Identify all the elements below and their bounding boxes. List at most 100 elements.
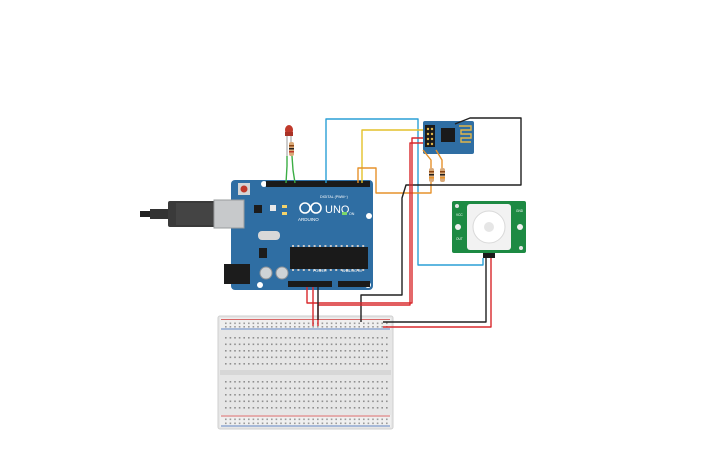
- breadboard-hole: [284, 350, 287, 352]
- breadboard-hole: [363, 407, 365, 409]
- wire-orange-esp[interactable]: [422, 149, 432, 168]
- breadboard-hole: [317, 350, 319, 352]
- breadboard-hole: [234, 387, 236, 390]
- breadboard-hole: [261, 343, 264, 346]
- breadboard-hole: [229, 337, 232, 339]
- breadboard-hole: [294, 350, 296, 352]
- wire-black-pir-gnd[interactable]: [383, 258, 487, 323]
- breadboard-hole: [266, 418, 268, 421]
- wire-orange[interactable]: [357, 167, 432, 194]
- breadboard-hole: [386, 322, 388, 325]
- breadboard-hole: [363, 422, 365, 425]
- breadboard-hole: [376, 356, 379, 359]
- breadboard-hole: [303, 387, 305, 390]
- breadboard-hole: [229, 350, 232, 352]
- breadboard-hole: [257, 400, 259, 403]
- analog-label: ANALOG IN: [342, 269, 362, 273]
- wire-red-pir-vcc[interactable]: [383, 258, 492, 328]
- wire-yellow[interactable]: [361, 129, 423, 183]
- breadboard-hole: [344, 418, 347, 421]
- breadboard-hole: [353, 381, 356, 383]
- wire-red-esp[interactable]: [306, 137, 423, 304]
- breadboard-hole: [372, 387, 374, 390]
- esp8266-module[interactable]: [423, 121, 474, 154]
- breadboard-hole: [335, 322, 337, 325]
- breadboard-hole: [238, 381, 241, 383]
- breadboard-hole: [238, 326, 241, 328]
- wire-blue-signal[interactable]: [325, 118, 484, 266]
- breadboard-hole: [363, 343, 365, 346]
- breadboard[interactable]: [217, 315, 394, 430]
- breadboard-hole: [261, 387, 264, 390]
- breadboard-hole: [326, 407, 328, 409]
- breadboard-hole: [294, 356, 296, 359]
- breadboard-hole: [289, 407, 291, 409]
- esp-resistor-1[interactable]: [429, 168, 434, 182]
- breadboard-hole: [340, 363, 342, 365]
- breadboard-hole: [289, 337, 291, 339]
- breadboard-hole: [275, 381, 278, 383]
- breadboard-hole: [312, 394, 314, 396]
- breadboard-hole: [257, 381, 259, 383]
- breadboard-hole: [317, 337, 319, 339]
- breadboard-hole: [280, 400, 282, 403]
- breadboard-hole: [266, 387, 268, 390]
- breadboard-hole: [358, 343, 360, 346]
- breadboard-hole: [225, 394, 227, 396]
- wire-green-led-anode[interactable]: [285, 156, 288, 184]
- breadboard-hole: [321, 337, 324, 339]
- breadboard-hole: [349, 322, 351, 325]
- wire-orange-esp2[interactable]: [435, 149, 443, 168]
- breadboard-hole: [363, 394, 365, 396]
- breadboard-hole: [266, 381, 268, 383]
- breadboard-hole: [229, 356, 232, 359]
- breadboard-hole: [358, 407, 360, 409]
- breadboard-hole: [307, 350, 310, 352]
- breadboard-hole: [367, 400, 370, 403]
- breadboard-hole: [372, 418, 374, 421]
- breadboard-hole: [284, 322, 287, 325]
- breadboard-hole: [225, 326, 227, 328]
- breadboard-hole: [284, 418, 287, 421]
- breadboard-hole: [363, 363, 365, 365]
- breadboard-hole: [335, 350, 337, 352]
- pir-sensor[interactable]: VCC OUT GND: [452, 201, 526, 258]
- breadboard-hole: [353, 387, 356, 390]
- breadboard-hole: [330, 363, 333, 365]
- breadboard-hole: [353, 343, 356, 346]
- arduino-uno-board[interactable]: UNO ARDUINO DIGITAL (PWM~) POWER ANALOG …: [140, 180, 373, 290]
- breadboard-hole: [294, 337, 296, 339]
- breadboard-hole: [225, 400, 227, 403]
- breadboard-hole: [367, 363, 370, 365]
- wire-green-led-resistor[interactable]: [291, 155, 296, 184]
- breadboard-hole: [363, 400, 365, 403]
- breadboard-hole: [335, 418, 337, 421]
- breadboard-hole: [367, 387, 370, 390]
- breadboard-hole: [280, 387, 282, 390]
- led-resistor[interactable]: [289, 142, 294, 156]
- breadboard-hole: [284, 326, 287, 328]
- breadboard-hole: [252, 381, 255, 383]
- arduino-pcb: [231, 180, 373, 290]
- breadboard-hole: [312, 326, 314, 328]
- breadboard-hole: [257, 407, 259, 409]
- breadboard-hole: [307, 381, 310, 383]
- breadboard-hole: [280, 422, 282, 425]
- breadboard-hole: [243, 394, 245, 396]
- breadboard-hole: [280, 363, 282, 365]
- breadboard-hole: [271, 322, 273, 325]
- wire-black-esp[interactable]: [360, 117, 522, 322]
- breadboard-hole: [289, 394, 291, 396]
- breadboard-hole: [229, 400, 232, 403]
- breadboard-hole: [289, 343, 291, 346]
- red-led[interactable]: [285, 125, 293, 156]
- breadboard-hole: [225, 350, 227, 352]
- breadboard-hole: [335, 387, 337, 390]
- breadboard-hole: [344, 363, 347, 365]
- breadboard-hole: [312, 422, 314, 425]
- breadboard-hole: [298, 387, 301, 390]
- breadboard-hole: [367, 394, 370, 396]
- breadboard-hole: [298, 356, 301, 359]
- breadboard-hole: [358, 337, 360, 339]
- esp-resistor-2[interactable]: [440, 168, 445, 182]
